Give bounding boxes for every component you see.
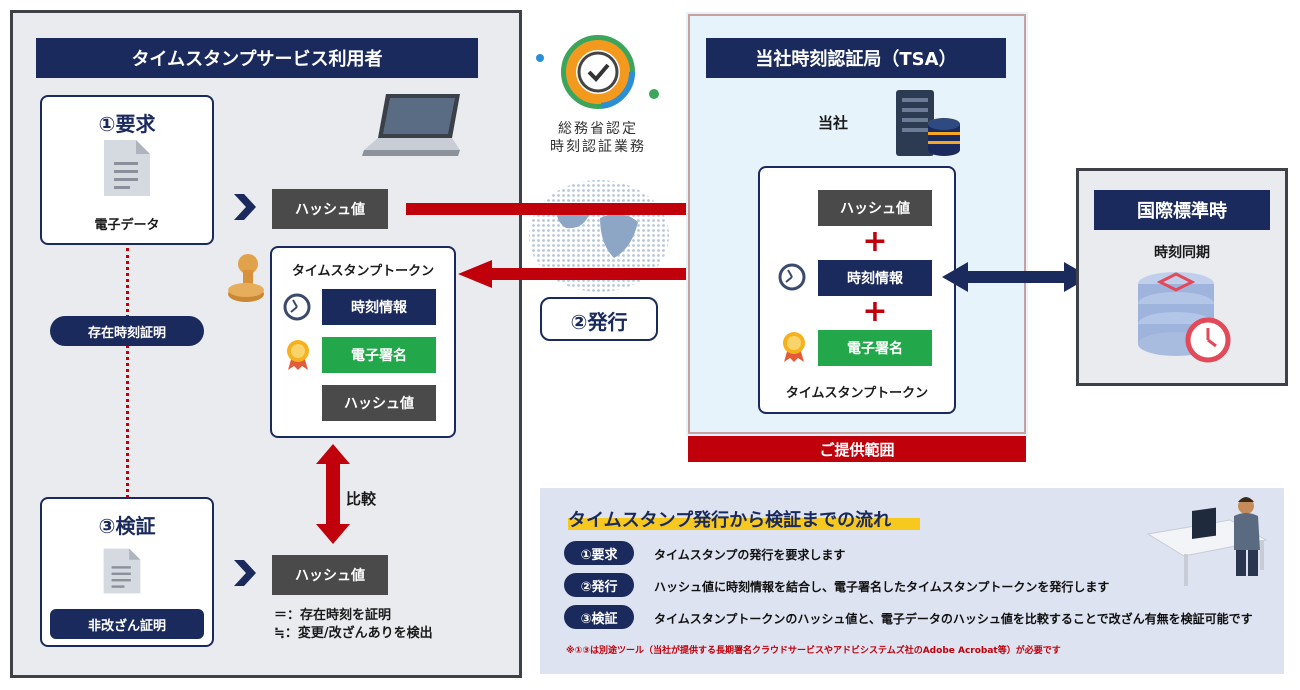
flow-step-3-text: タイムスタンプトークンのハッシュ値と、電子データのハッシュ値を比較することで改ざ…	[654, 612, 1253, 626]
cert-line2: 時刻認証業務	[550, 139, 646, 155]
issue-arrow	[458, 260, 754, 288]
doc-label: 電子データ	[94, 218, 160, 233]
flow-title: タイムスタンプ発行から検証までの流れ	[568, 510, 892, 531]
hash-compare-box: ハッシュ値	[272, 555, 388, 595]
user-panel-title: タイムスタンプサービス利用者	[36, 38, 478, 78]
tsa-hash: ハッシュ値	[818, 190, 932, 226]
issue-label-box	[540, 297, 658, 341]
result-equal: ＝：存在時刻を証明	[274, 608, 392, 623]
flow-step-1-pill: ①要求	[564, 541, 634, 565]
dotted-timeline	[126, 248, 129, 498]
cert-line1: 総務省認定	[558, 121, 638, 137]
certification-logo-icon	[536, 35, 659, 109]
compare-label: 比較	[346, 490, 377, 508]
token-hash: ハッシュ値	[322, 385, 436, 421]
plus-sign: +	[862, 224, 888, 259]
tsa-title: 当社時刻認証局（TSA）	[706, 38, 1006, 78]
flow-note: ※①③は別途ツール（当社が提供する長期署名クラウドサービスやアドビシステムズ社の…	[566, 646, 1061, 656]
chevron-right-icon	[234, 194, 256, 220]
plus-sign: +	[862, 294, 888, 329]
company-label: 当社	[818, 114, 849, 132]
tsa-time-info: 時刻情報	[818, 260, 932, 296]
flow-title-highlight	[568, 518, 920, 530]
token-card-title: タイムスタンプトークン	[291, 264, 435, 279]
tsa-token-label: タイムスタンプトークン	[785, 386, 929, 401]
intl-title: 国際標準時	[1094, 190, 1270, 230]
verify-title: ③検証	[98, 514, 156, 538]
token-time-info: 時刻情報	[322, 289, 436, 325]
clock-icon	[778, 263, 806, 291]
clock-icon	[283, 293, 311, 321]
tsa-signature: 電子署名	[818, 330, 932, 366]
compare-arrow	[316, 444, 350, 544]
existence-proof-pill: 存在時刻証明	[50, 316, 204, 346]
result-notequal: ≒：変更/改ざんありを検出	[274, 626, 433, 641]
request-title: ①要求	[98, 112, 156, 136]
stamp-icon	[228, 254, 264, 302]
flow-step-1-text: タイムスタンプの発行を要求します	[654, 548, 846, 562]
sync-arrow	[942, 262, 1090, 292]
chevron-right-icon	[234, 560, 256, 586]
server-clock-icon	[1138, 272, 1231, 363]
award-icon	[783, 332, 805, 362]
flow-step-3-pill: ③検証	[564, 605, 634, 629]
flow-step-2-text: ハッシュ値に時刻情報を結合し、電子署名したタイムスタンプトークンを発行します	[654, 580, 1110, 594]
scope-label: ご提供範囲	[688, 436, 1026, 462]
hash-sent-box: ハッシュ値	[272, 189, 388, 229]
sync-label: 時刻同期	[1154, 245, 1210, 261]
award-icon	[287, 340, 309, 370]
document-icon	[103, 548, 141, 594]
laptop-icon	[362, 94, 460, 156]
flow-step-2-pill: ②発行	[564, 573, 634, 597]
issue-label: ②発行	[570, 310, 628, 334]
document-icon	[104, 140, 150, 196]
server-database-icon	[896, 90, 960, 156]
token-signature: 電子署名	[322, 337, 436, 373]
tamper-proof-pill: 非改ざん証明	[50, 609, 204, 639]
person-at-desk-icon	[1146, 497, 1268, 586]
